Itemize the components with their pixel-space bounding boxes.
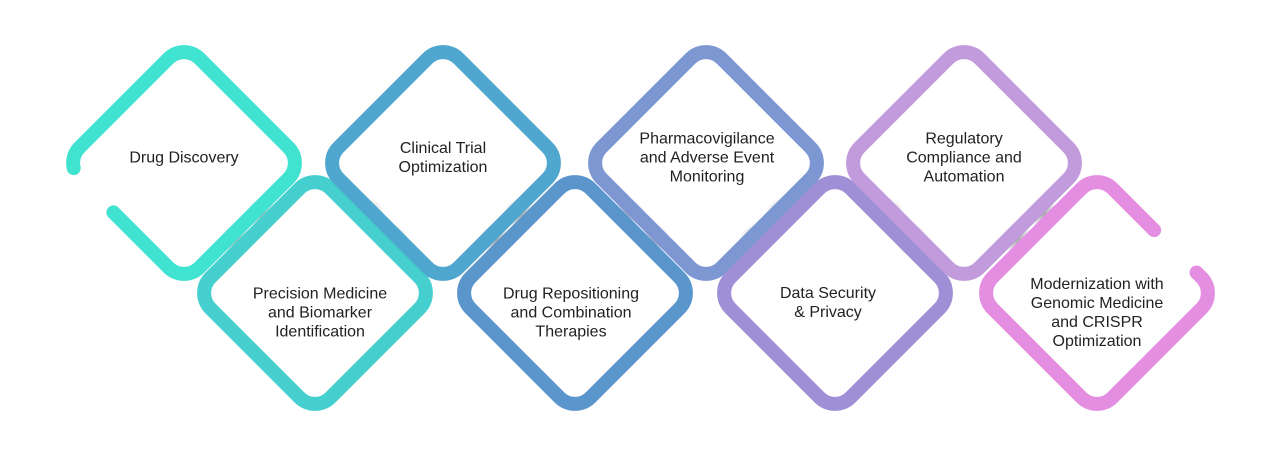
diamond-precision-medicine — [197, 175, 433, 411]
diamond-data-security — [717, 175, 953, 411]
diamond-regulatory-compliance — [846, 45, 1082, 281]
step-label-data-security: Data Security & Privacy — [779, 285, 877, 321]
step-label-drug-repositioning: Drug Repositioning and Combination Thera… — [502, 285, 640, 341]
step-label-clinical-trial: Clinical Trial Optimization — [398, 140, 488, 176]
diamond-pharmacovigilance — [588, 45, 824, 281]
step-label-drug-discovery: Drug Discovery — [129, 149, 239, 167]
diamond-clinical-trial — [325, 45, 561, 281]
diamond-modernization — [979, 175, 1215, 411]
diamond-drug-repositioning — [457, 175, 693, 411]
step-label-precision-medicine: Precision Medicine and Biomarker Identif… — [252, 285, 388, 341]
step-label-pharmacovigilance: Pharmacovigilance and Adverse Event Moni… — [639, 130, 775, 186]
step-label-regulatory-compliance: Regulatory Compliance and Automation — [906, 130, 1022, 186]
step-label-modernization: Modernization with Genomic Medicine and … — [1030, 276, 1164, 350]
diamond-drug-discovery — [66, 45, 302, 281]
